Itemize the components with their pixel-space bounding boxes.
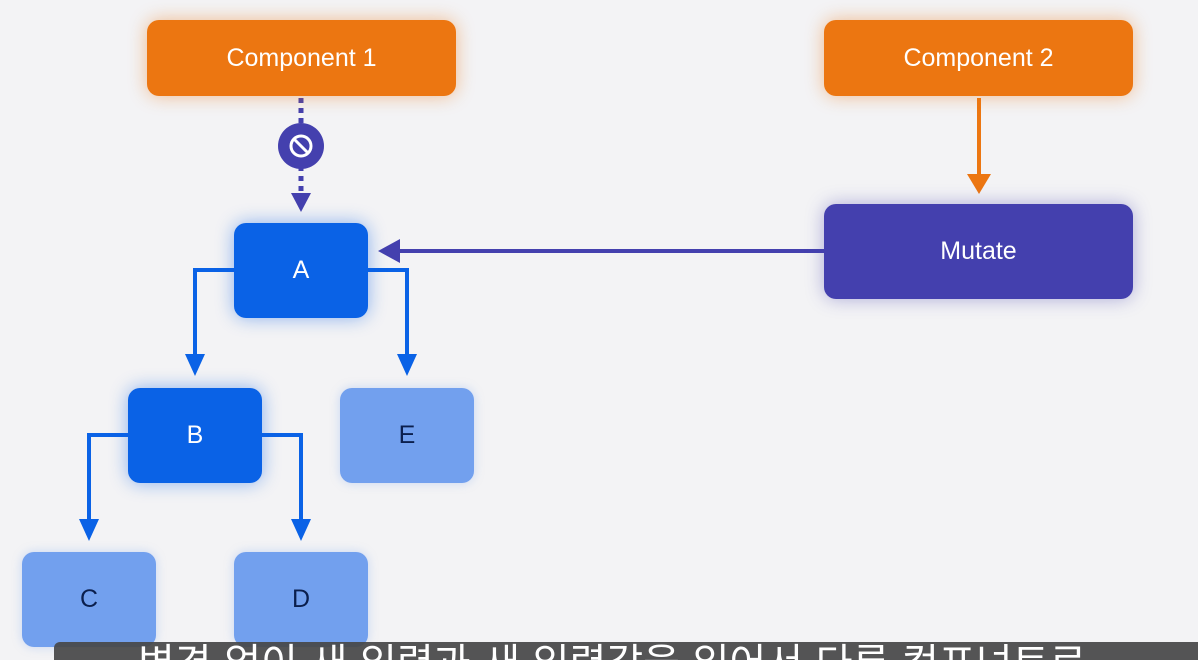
- node-a: A: [234, 223, 368, 318]
- component-2-label: Component 2: [903, 43, 1054, 72]
- mutate-to-a-arrowhead: [378, 239, 400, 263]
- a-to-e-arrowhead: [397, 354, 417, 376]
- component-2-node: Component 2: [824, 20, 1133, 96]
- b-to-c-connector: [87, 433, 128, 521]
- a-to-b-connector: [193, 268, 234, 356]
- node-c: C: [22, 552, 156, 647]
- mutate-node: Mutate: [824, 204, 1133, 299]
- node-e: E: [340, 388, 474, 483]
- node-a-label: A: [292, 256, 310, 284]
- subtitle-caption: 변경 없이 새 입력과 새 입력값을 읽어서 다른 컴포넌트로: [54, 642, 1198, 660]
- node-c-label: C: [79, 585, 99, 613]
- a-to-e-connector: [368, 268, 409, 356]
- node-b-label: B: [186, 421, 204, 449]
- subtitle-text: 변경 없이 새 입력과 새 입력값을 읽어서 다른 컴포넌트로: [138, 644, 1086, 660]
- node-d: D: [234, 552, 368, 647]
- node-e-label: E: [398, 421, 416, 449]
- b-to-c-arrowhead: [79, 519, 99, 541]
- a-to-b-arrowhead: [185, 354, 205, 376]
- b-to-d-connector: [262, 433, 303, 521]
- component2-to-mutate-arrowhead: [967, 174, 991, 194]
- prohibited-icon: [278, 123, 324, 169]
- node-d-label: D: [291, 585, 311, 613]
- b-to-d-arrowhead: [291, 519, 311, 541]
- component-1-label: Component 1: [226, 43, 377, 72]
- node-b: B: [128, 388, 262, 483]
- mutate-label: Mutate: [940, 237, 1017, 265]
- component-1-node: Component 1: [147, 20, 456, 96]
- blocked-arrowhead: [291, 193, 311, 212]
